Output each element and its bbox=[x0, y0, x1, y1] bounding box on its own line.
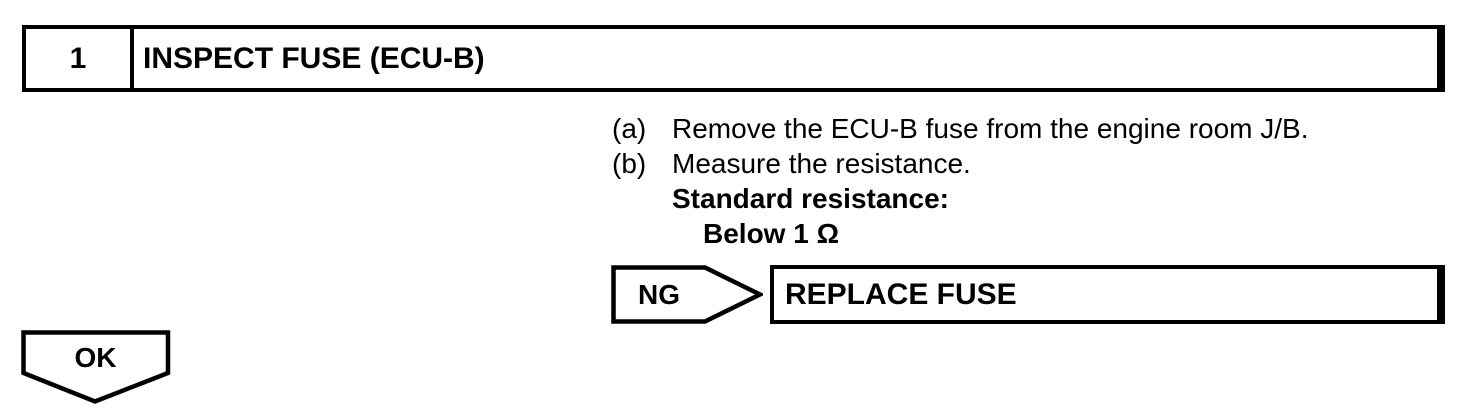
step-title: INSPECT FUSE (ECU-B) bbox=[143, 41, 485, 75]
instruction-label: (a) bbox=[612, 113, 647, 144]
ng-action-box: REPLACE FUSE bbox=[770, 265, 1445, 324]
ng-arrow-icon bbox=[611, 265, 763, 324]
instruction-text: Remove the ECU-B fuse from the engine ro… bbox=[672, 113, 1309, 144]
ng-result-label: NG bbox=[638, 278, 680, 310]
ok-result-label: OK bbox=[74, 342, 117, 373]
instruction-row: (b) Measure the resistance. bbox=[612, 146, 1462, 181]
instruction-text: Measure the resistance. bbox=[672, 148, 971, 179]
instruction-list: (a) Remove the ECU-B fuse from the engin… bbox=[612, 111, 1462, 251]
step-number: 1 bbox=[26, 29, 134, 88]
spec-value: Below 1 Ω bbox=[703, 218, 840, 249]
ng-action-label: REPLACE FUSE bbox=[785, 277, 1017, 311]
ok-arrow-icon bbox=[21, 330, 171, 404]
instruction-label: (b) bbox=[612, 148, 647, 179]
instruction-row: (a) Remove the ECU-B fuse from the engin… bbox=[612, 111, 1462, 146]
spec-heading: Standard resistance: bbox=[672, 183, 949, 214]
step-header: 1 INSPECT FUSE (ECU-B) bbox=[22, 25, 1445, 92]
